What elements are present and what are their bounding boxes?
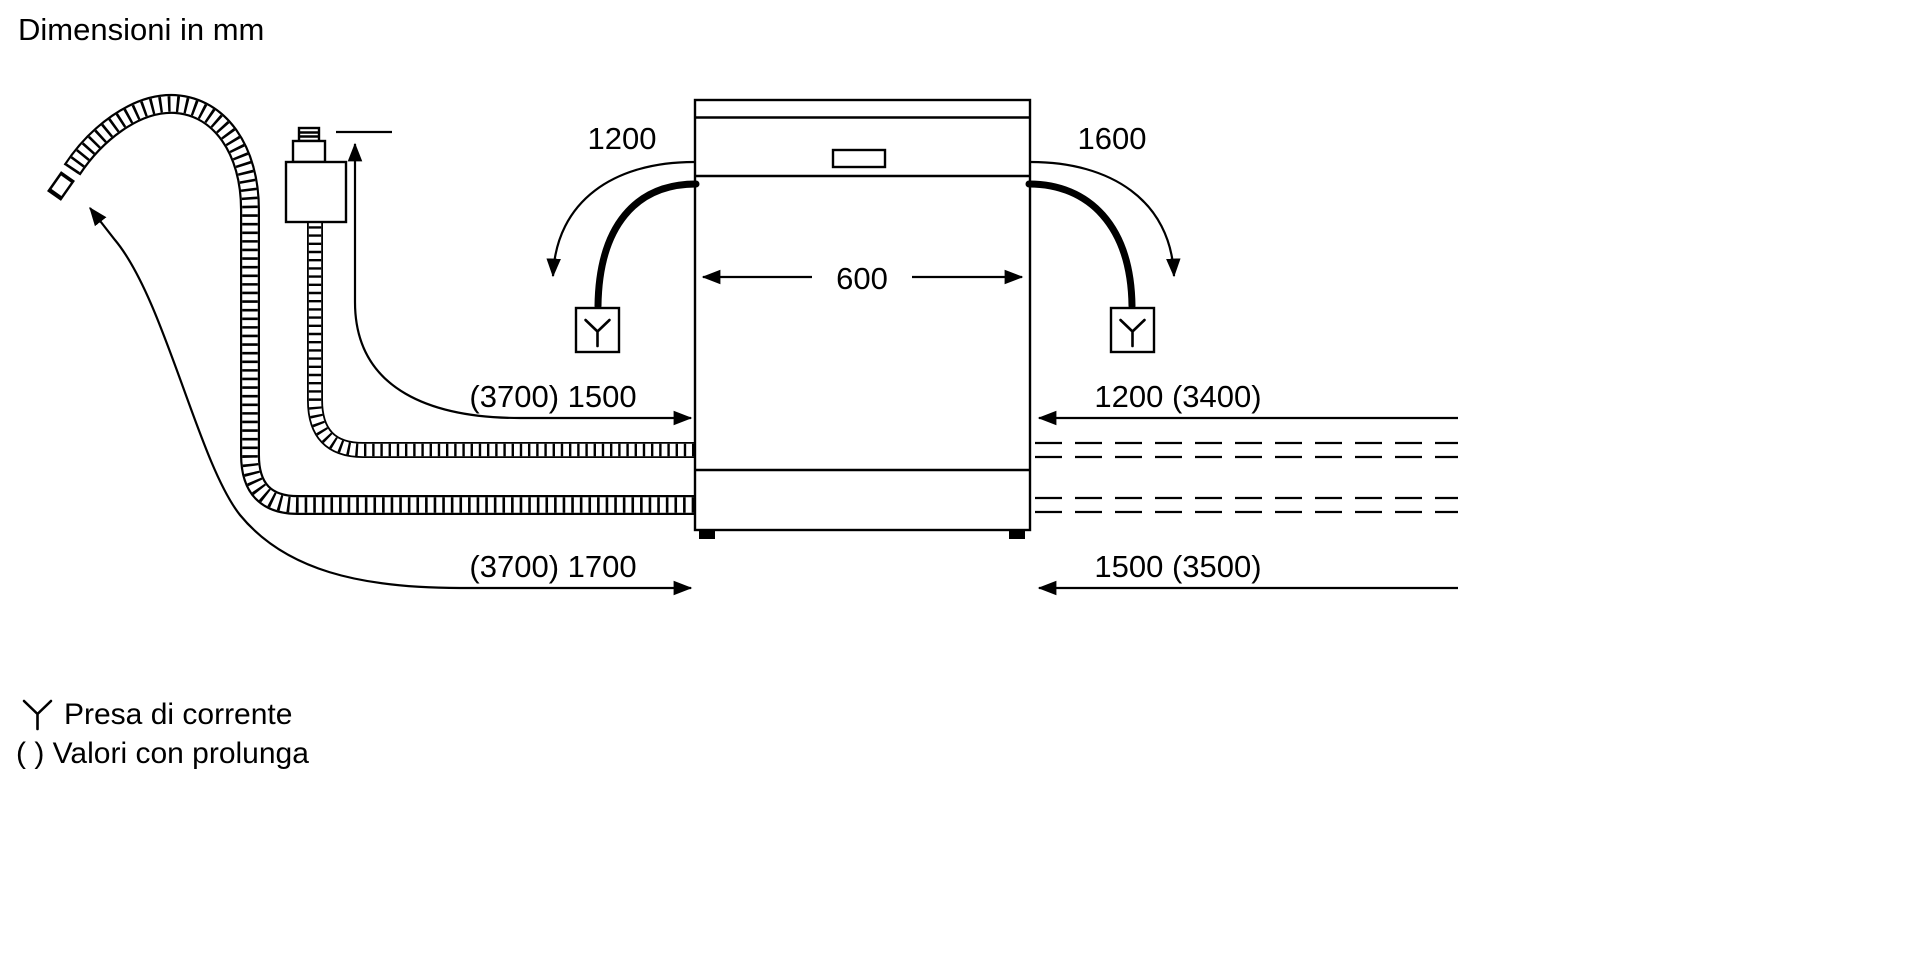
label-appliance-width: 600 bbox=[836, 261, 888, 296]
dim-cable-right: 1600 bbox=[1030, 121, 1181, 278]
socket-plug-glyph bbox=[1119, 318, 1146, 348]
power-socket-icon-right bbox=[1109, 306, 1156, 354]
dishwasher-foot-left bbox=[699, 530, 715, 539]
dim-appliance-width: 600 bbox=[701, 261, 1024, 296]
label-inlet-hose-right: 1200 (3400) bbox=[1094, 379, 1261, 414]
dim-drain-hose-right: 1500 (3500) bbox=[1037, 549, 1458, 596]
cable-right-arrow bbox=[1030, 160, 1181, 278]
power-cord-left bbox=[594, 180, 700, 310]
inlet-hose bbox=[307, 218, 700, 458]
drain-hose-end-connector-core bbox=[51, 175, 71, 196]
dim-cable-left: 1200 bbox=[546, 121, 695, 278]
dishwasher-body bbox=[693, 98, 1032, 532]
drain-leader-curve bbox=[89, 206, 461, 590]
dim-drain-hose-left: (3700) 1700 bbox=[89, 206, 693, 596]
legend: Presa di corrente ( ) Valori con prolung… bbox=[16, 698, 309, 770]
cable-left-arrow bbox=[546, 160, 695, 278]
inlet-hose-core bbox=[308, 218, 700, 457]
inlet-hose-outline bbox=[307, 218, 700, 458]
legend-extension-label: ( ) Valori con prolunga bbox=[16, 737, 309, 770]
inlet-hose-corrugation bbox=[308, 218, 700, 457]
label-cable-right: 1600 bbox=[1078, 121, 1147, 156]
socket-plug-glyph bbox=[584, 318, 611, 348]
dim-inlet-hose-right: 1200 (3400) bbox=[1037, 379, 1458, 426]
dishwasher-display bbox=[831, 148, 887, 169]
hose-continuation-dashed bbox=[1035, 441, 1458, 514]
aquastop-valve bbox=[284, 126, 348, 224]
label-drain-hose-left: (3700) 1700 bbox=[469, 549, 636, 584]
power-socket-icon-left bbox=[574, 306, 621, 354]
drain-hose-core bbox=[65, 96, 700, 513]
aquastop-body bbox=[284, 160, 348, 224]
aquastop-thread-fitting bbox=[297, 126, 321, 143]
power-socket-icon-legend bbox=[22, 699, 53, 731]
aquastop-cap bbox=[291, 139, 327, 164]
dim-inlet-hose-left: (3700) 1500 bbox=[336, 130, 693, 426]
inlet-leader-curve bbox=[347, 142, 521, 420]
label-inlet-hose-left: (3700) 1500 bbox=[469, 379, 636, 414]
label-cable-left: 1200 bbox=[588, 121, 657, 156]
label-drain-hose-right: 1500 (3500) bbox=[1094, 549, 1261, 584]
page-title: Dimensioni in mm bbox=[18, 12, 264, 47]
dishwasher bbox=[693, 98, 1032, 539]
dishwasher-foot-right bbox=[1009, 530, 1025, 539]
drain-hose bbox=[47, 93, 700, 515]
power-cord-right bbox=[1025, 180, 1136, 310]
legend-socket-label: Presa di corrente bbox=[64, 698, 292, 731]
